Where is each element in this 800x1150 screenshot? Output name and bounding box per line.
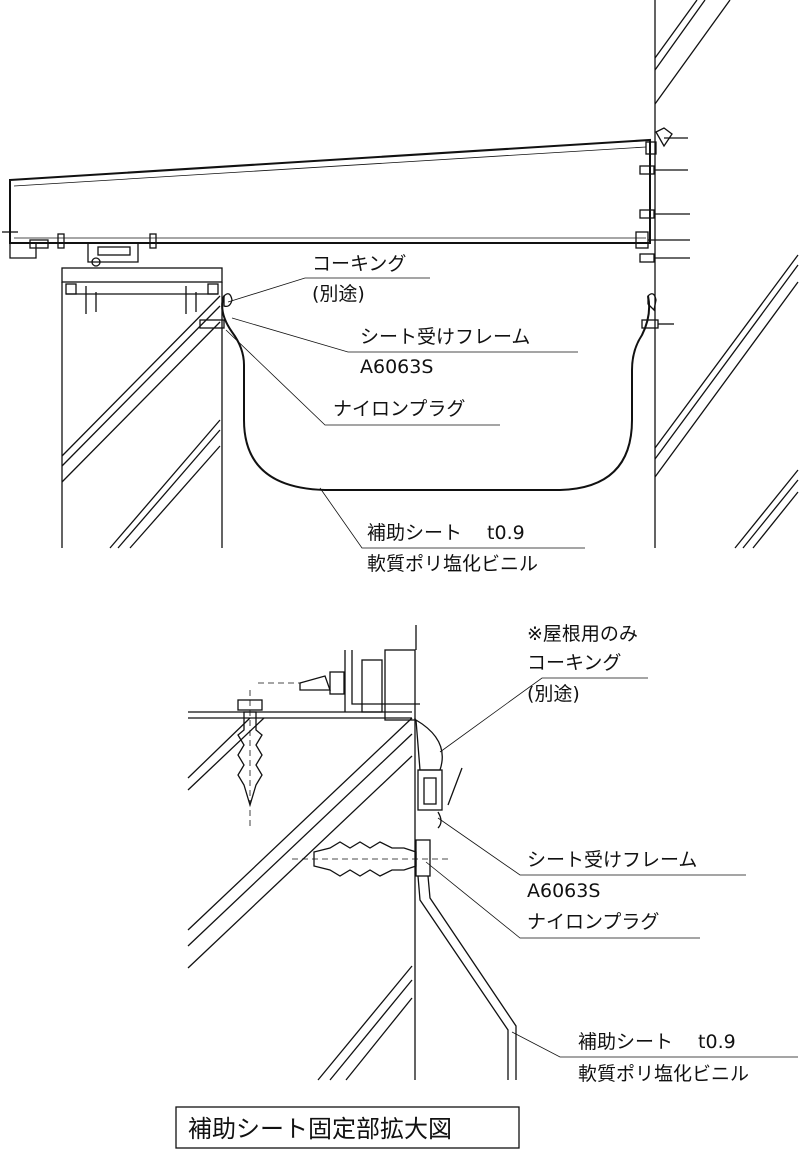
top-view: コーキング (別途) シート受けフレーム A6063S ナイロンプラグ 補助シー…: [2, 0, 799, 575]
detail-label-sheet: 補助シート t0.9: [578, 1031, 736, 1053]
top-label-caulking: コーキング: [312, 253, 406, 275]
top-leader-lines: [225, 277, 585, 549]
detail-label-frame-material: A6063S: [527, 880, 600, 902]
detail-label-caulking: コーキング: [527, 652, 621, 674]
detail-label-caulking-note: (別途): [527, 683, 580, 705]
top-label-frame-material: A6063S: [360, 356, 433, 378]
auxiliary-sheet: [221, 293, 674, 491]
top-label-caulking-note: (別途): [312, 283, 365, 305]
detail-frame: [292, 767, 517, 1080]
detail-label-frame: シート受けフレーム: [527, 849, 697, 871]
right-wall: [654, 0, 799, 549]
detail-leader-lines: [425, 677, 798, 1058]
left-wall: [61, 267, 225, 549]
detail-view: ※屋根用のみ コーキング (別途) シート受けフレーム A6063S ナイロンプ…: [187, 623, 798, 1085]
detail-label-plug: ナイロンプラグ: [527, 911, 659, 933]
caption-box: 補助シート固定部拡大図: [175, 1106, 520, 1149]
top-label-frame: シート受けフレーム: [360, 326, 530, 348]
top-label-sheet: 補助シート t0.9: [367, 522, 525, 544]
roof-panel: [2, 127, 690, 267]
detail-label-roof-only: ※屋根用のみ: [527, 623, 638, 645]
detail-roof-edge: [237, 625, 443, 830]
top-label-sheet-material: 軟質ポリ塩化ビニル: [367, 553, 538, 575]
caption-text: 補助シート固定部拡大図: [188, 1115, 452, 1143]
detail-wall: [187, 711, 416, 1081]
detail-label-sheet-material: 軟質ポリ塩化ビニル: [578, 1063, 749, 1085]
top-label-plug: ナイロンプラグ: [333, 398, 465, 420]
